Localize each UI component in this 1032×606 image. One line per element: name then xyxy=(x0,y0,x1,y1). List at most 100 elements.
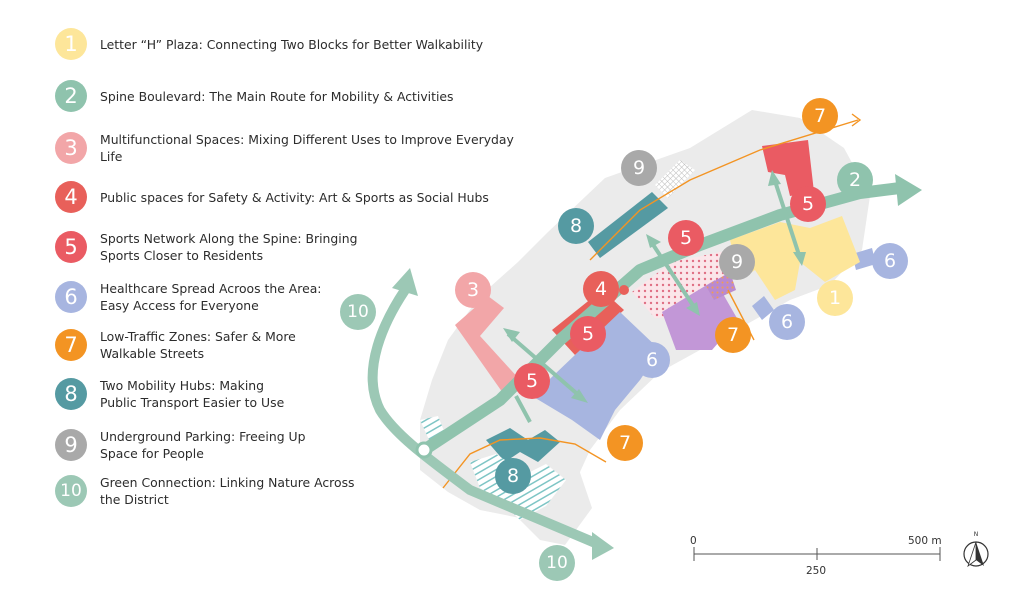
zone-healthcare-6-small-b xyxy=(852,248,876,270)
map-badge-10-bottom: 10 xyxy=(539,545,575,581)
north-arrow-icon: N xyxy=(963,531,989,568)
map-badge-7-middle: 7 xyxy=(715,317,751,353)
map-badge-7-bottom-label: 7 xyxy=(619,432,631,454)
legend-badge-6: 6 xyxy=(55,281,87,313)
green-connection-10-arrowhead-top xyxy=(392,268,418,296)
legend-item-6: 6 Healthcare Spread Acroos the Area:Easy… xyxy=(55,280,540,314)
map-badge-8-bottom: 8 xyxy=(495,458,531,494)
map-badge-5-left-label: 5 xyxy=(582,323,594,345)
sports-arrow-right xyxy=(772,177,802,259)
legend-label-3: Multifunctional Spaces: Mixing Different… xyxy=(100,132,514,164)
map-badge-6-large-label: 6 xyxy=(646,349,658,371)
zone-h-plaza-1 xyxy=(730,216,860,300)
scale-label-mid: 250 xyxy=(806,565,826,577)
legend-item-4: 4 Public spaces for Safety & Activity: A… xyxy=(55,181,540,213)
map-badge-4: 4 xyxy=(583,271,619,307)
map-badge-2: 2 xyxy=(837,162,873,198)
spine-boulevard-2 xyxy=(418,182,906,456)
map-badge-7-top-label: 7 xyxy=(814,105,826,127)
map-badge-10-bottom-label: 10 xyxy=(546,553,568,573)
map-badge-2-label: 2 xyxy=(849,169,861,191)
green-connection-10 xyxy=(367,285,605,550)
map-badge-7-top: 7 xyxy=(802,98,838,134)
sports-arrow-middle xyxy=(648,238,698,312)
map-badge-5-bottom-label: 5 xyxy=(526,370,538,392)
legend-label-2: Spine Boulevard: The Main Route for Mobi… xyxy=(100,88,454,104)
map-badge-3: 3 xyxy=(455,272,491,308)
legend-badge-4: 4 xyxy=(55,181,87,213)
low-traffic-path-top-arrow xyxy=(851,113,862,127)
legend: 1 Letter “H” Plaza: Connecting Two Block… xyxy=(55,28,540,508)
map-badge-5-top: 5 xyxy=(790,186,826,222)
map-badge-7-middle-label: 7 xyxy=(727,324,739,346)
legend-item-5: 5 Sports Network Along the Spine: Bringi… xyxy=(55,230,540,264)
legend-label-5: Sports Network Along the Spine: Bringing… xyxy=(100,231,358,263)
map-badge-5-middle-label: 5 xyxy=(680,227,692,249)
north-arrow-label: N xyxy=(974,531,979,538)
spine-boulevard-2-arrowhead xyxy=(895,174,922,206)
map-badge-10-top-label: 10 xyxy=(347,302,369,322)
legend-badge-2: 2 xyxy=(55,80,87,112)
spine-junction-node xyxy=(415,441,433,459)
map-badge-8-top-label: 8 xyxy=(570,215,582,237)
zone-multifunctional-3 xyxy=(455,296,520,396)
zone-healthcare-6-small-a xyxy=(752,296,774,320)
sports-arrowhead-right-a xyxy=(768,170,781,186)
map-badge-1-label: 1 xyxy=(829,287,841,309)
sports-arrow-small xyxy=(514,395,532,423)
legend-badge-8: 8 xyxy=(55,378,87,410)
zone-healthcare-6-large xyxy=(532,312,660,440)
sports-arrow-left xyxy=(506,332,584,400)
map-badge-9-middle: 9 xyxy=(719,244,755,280)
legend-label-6: Healthcare Spread Acroos the Area:Easy A… xyxy=(100,281,322,313)
legend-label-1: Letter “H” Plaza: Connecting Two Blocks … xyxy=(100,36,484,52)
map-badge-8-top: 8 xyxy=(558,208,594,244)
legend-item-10: 10 Green Connection: Linking Nature Acro… xyxy=(55,474,540,508)
map-badge-5-top-label: 5 xyxy=(802,193,814,215)
map-badge-5-left: 5 xyxy=(570,316,606,352)
legend-item-3: 3 Multifunctional Spaces: Mixing Differe… xyxy=(55,131,540,165)
zone-sports-5-top xyxy=(762,140,814,196)
green-connection-10-arrowhead-bottom xyxy=(592,532,614,560)
sports-arrowhead-left-b xyxy=(571,389,588,403)
map-badge-6-right-label: 6 xyxy=(884,250,896,272)
map-badge-5-middle: 5 xyxy=(668,220,704,256)
sports-arrowhead-left-a xyxy=(503,328,520,342)
zone-mobility-hub-8-bottom xyxy=(486,428,560,462)
map-badge-8-bottom-label: 8 xyxy=(507,465,519,487)
legend-label-4: Public spaces for Safety & Activity: Art… xyxy=(100,189,489,205)
sports-arrowhead-middle-b xyxy=(686,302,700,316)
public-space-dot xyxy=(619,285,629,295)
map-badge-7-bottom: 7 xyxy=(607,425,643,461)
low-traffic-path-bottom xyxy=(442,437,607,489)
map-badge-6-large: 6 xyxy=(634,342,670,378)
map-badge-6-right: 6 xyxy=(872,243,908,279)
legend-badge-3: 3 xyxy=(55,132,87,164)
scale-label-end: 500 m xyxy=(908,535,942,547)
zone-purple-dots xyxy=(706,272,736,300)
map-badge-9-top-label: 9 xyxy=(633,157,645,179)
legend-item-2: 2 Spine Boulevard: The Main Route for Mo… xyxy=(55,80,540,112)
map-badge-9-top: 9 xyxy=(621,150,657,186)
scale-label-start: 0 xyxy=(690,535,697,547)
legend-badge-7: 7 xyxy=(55,329,87,361)
map-badge-4-label: 4 xyxy=(595,278,607,300)
zone-underground-parking-9 xyxy=(655,160,695,198)
map-badge-1: 1 xyxy=(817,280,853,316)
site-footprint xyxy=(420,110,870,520)
sports-arrowhead-right-b xyxy=(793,252,806,266)
map-badge-3-label: 3 xyxy=(467,279,479,301)
map-badge-5-bottom: 5 xyxy=(514,363,550,399)
legend-badge-9: 9 xyxy=(55,429,87,461)
legend-badge-1: 1 xyxy=(55,28,87,60)
map-badge-6-small-label: 6 xyxy=(781,311,793,333)
sports-arrowhead-middle-a xyxy=(646,234,661,248)
